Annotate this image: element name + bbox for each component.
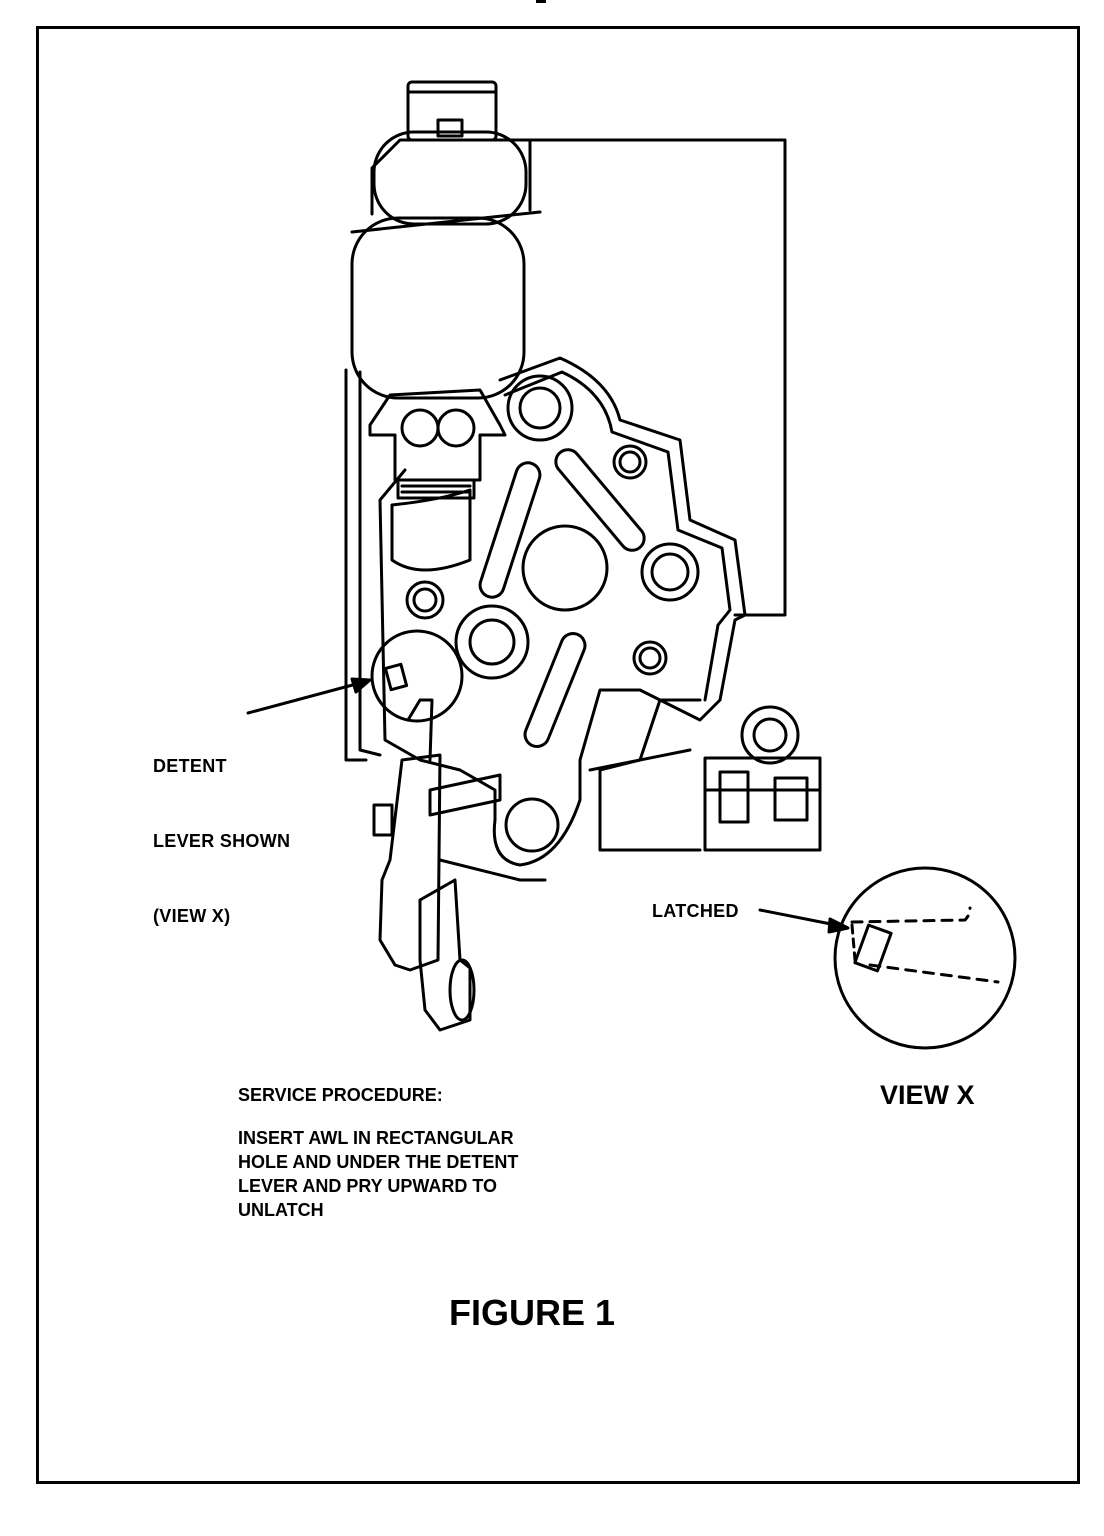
lock-plate	[378, 356, 747, 867]
detent-callout-label: DETENT LEVER SHOWN (VIEW X)	[153, 704, 290, 954]
procedure-line: HOLE AND UNDER THE DETENT	[238, 1152, 519, 1172]
detent-leader-arrow	[246, 677, 372, 715]
figure-title: FIGURE 1	[449, 1292, 616, 1333]
actuator-motor	[344, 216, 526, 762]
procedure-line: LEVER AND PRY UPWARD TO	[238, 1176, 498, 1196]
side-connector	[588, 698, 822, 852]
detent-callout-line-1: DETENT	[153, 756, 227, 776]
detent-callout-line-2: LEVER SHOWN	[153, 831, 291, 851]
view-x-inset	[833, 866, 1017, 1050]
procedure-line: INSERT AWL IN RECTANGULAR	[238, 1128, 514, 1148]
latched-callout-label: LATCHED	[652, 901, 739, 921]
top-connector	[372, 80, 528, 226]
page-edge-mark	[536, 0, 546, 3]
plate-holes	[405, 374, 800, 853]
procedure-text: INSERT AWL IN RECTANGULAR HOLE AND UNDER…	[238, 1126, 598, 1222]
plate-slots	[478, 448, 646, 749]
latched-leader-arrow	[758, 908, 850, 934]
latch-housing	[350, 138, 787, 617]
release-levers	[372, 753, 547, 1032]
detent-circle	[370, 629, 464, 762]
procedure-heading: SERVICE PROCEDURE:	[238, 1085, 443, 1105]
motor-connector	[368, 388, 507, 500]
figure-frame	[36, 26, 1080, 1484]
view-x-title: VIEW X	[880, 1080, 975, 1110]
detent-callout-line-3: (VIEW X)	[153, 906, 231, 926]
procedure-line: UNLATCH	[238, 1200, 324, 1220]
